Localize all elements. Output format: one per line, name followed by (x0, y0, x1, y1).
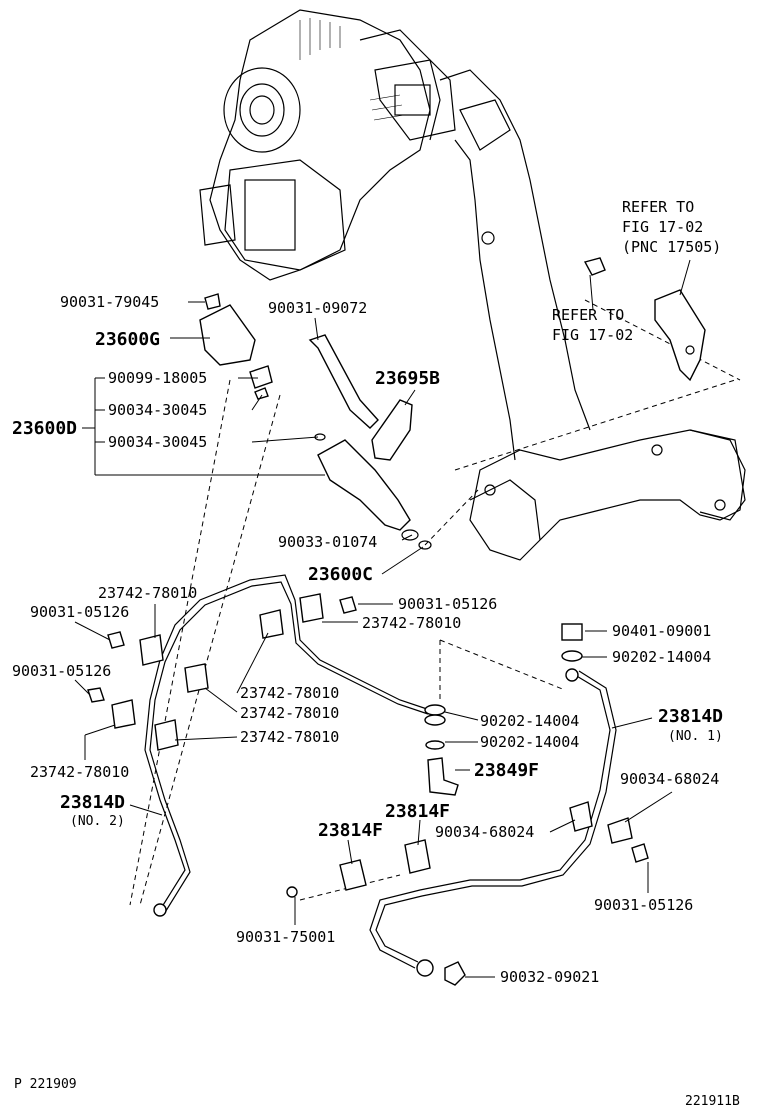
part-labels: 90031-79045 90031-09072 23600G 23695B 90… (12, 293, 723, 986)
part-label: 23600G (95, 329, 160, 350)
part-label: 23814F (318, 820, 383, 841)
turbocharger-drawing (199, 9, 746, 561)
part-label: 23814D (60, 792, 125, 813)
part-label: 23695B (375, 368, 440, 389)
ref1-line3: (PNC 17505) (622, 238, 721, 256)
footer-left-code: P 221909 (14, 1077, 77, 1092)
part-label: 23742-78010 (30, 763, 129, 781)
reference-notes: REFER TO FIG 17-02 (PNC 17505) REFER TO … (552, 198, 721, 344)
pipe-23814d-no2 (87, 574, 431, 917)
part-label: 90031-05126 (398, 595, 497, 613)
leader-lines (74, 301, 673, 978)
sensor-bracket-drawing (199, 293, 432, 550)
part-label: 23814D (658, 706, 723, 727)
part-label: 23742-78010 (98, 584, 197, 602)
part-label: 90034-30045 (108, 433, 207, 451)
part-label: 90202-14004 (612, 648, 711, 666)
part-label: 23814F (385, 801, 450, 822)
part-sublabel: (NO. 1) (668, 729, 723, 744)
part-label: 23849F (474, 760, 539, 781)
part-label: 23600C (308, 564, 373, 585)
part-label: 90099-18005 (108, 369, 207, 387)
part-label: 90031-75001 (236, 928, 335, 946)
part-label: 90034-68024 (620, 770, 719, 788)
part-sublabel: (NO. 2) (70, 814, 125, 829)
union-drawing (424, 704, 459, 796)
part-label: 90031-09072 (268, 299, 367, 317)
part-label: 90034-68024 (435, 823, 534, 841)
part-label: 90202-14004 (480, 712, 579, 730)
part-label: 23742-78010 (240, 684, 339, 702)
part-label: 90032-09021 (500, 968, 599, 986)
pipe-23814d-no1 (286, 623, 649, 986)
part-label: 23600D (12, 418, 77, 439)
part-label: 90034-30045 (108, 401, 207, 419)
ref2-line2: FIG 17-02 (552, 326, 633, 344)
footer: P 221909 221911B (14, 1077, 740, 1109)
part-label: 90031-79045 (60, 293, 159, 311)
footer-right-code: 221911B (685, 1094, 740, 1109)
part-label: 90031-05126 (594, 896, 693, 914)
ref1-line1: REFER TO (622, 198, 694, 216)
part-label: 90031-05126 (12, 662, 111, 680)
part-label: 23742-78010 (362, 614, 461, 632)
part-label: 90202-14004 (480, 733, 579, 751)
part-label: 23742-78010 (240, 704, 339, 722)
part-label: 90031-05126 (30, 603, 129, 621)
part-label: 90033-01074 (278, 533, 377, 551)
ref1-line2: FIG 17-02 (622, 218, 703, 236)
bracket-drawing (583, 257, 706, 382)
part-label: 23742-78010 (240, 728, 339, 746)
part-label: 90401-09001 (612, 622, 711, 640)
ref2-line1: REFER TO (552, 306, 624, 324)
